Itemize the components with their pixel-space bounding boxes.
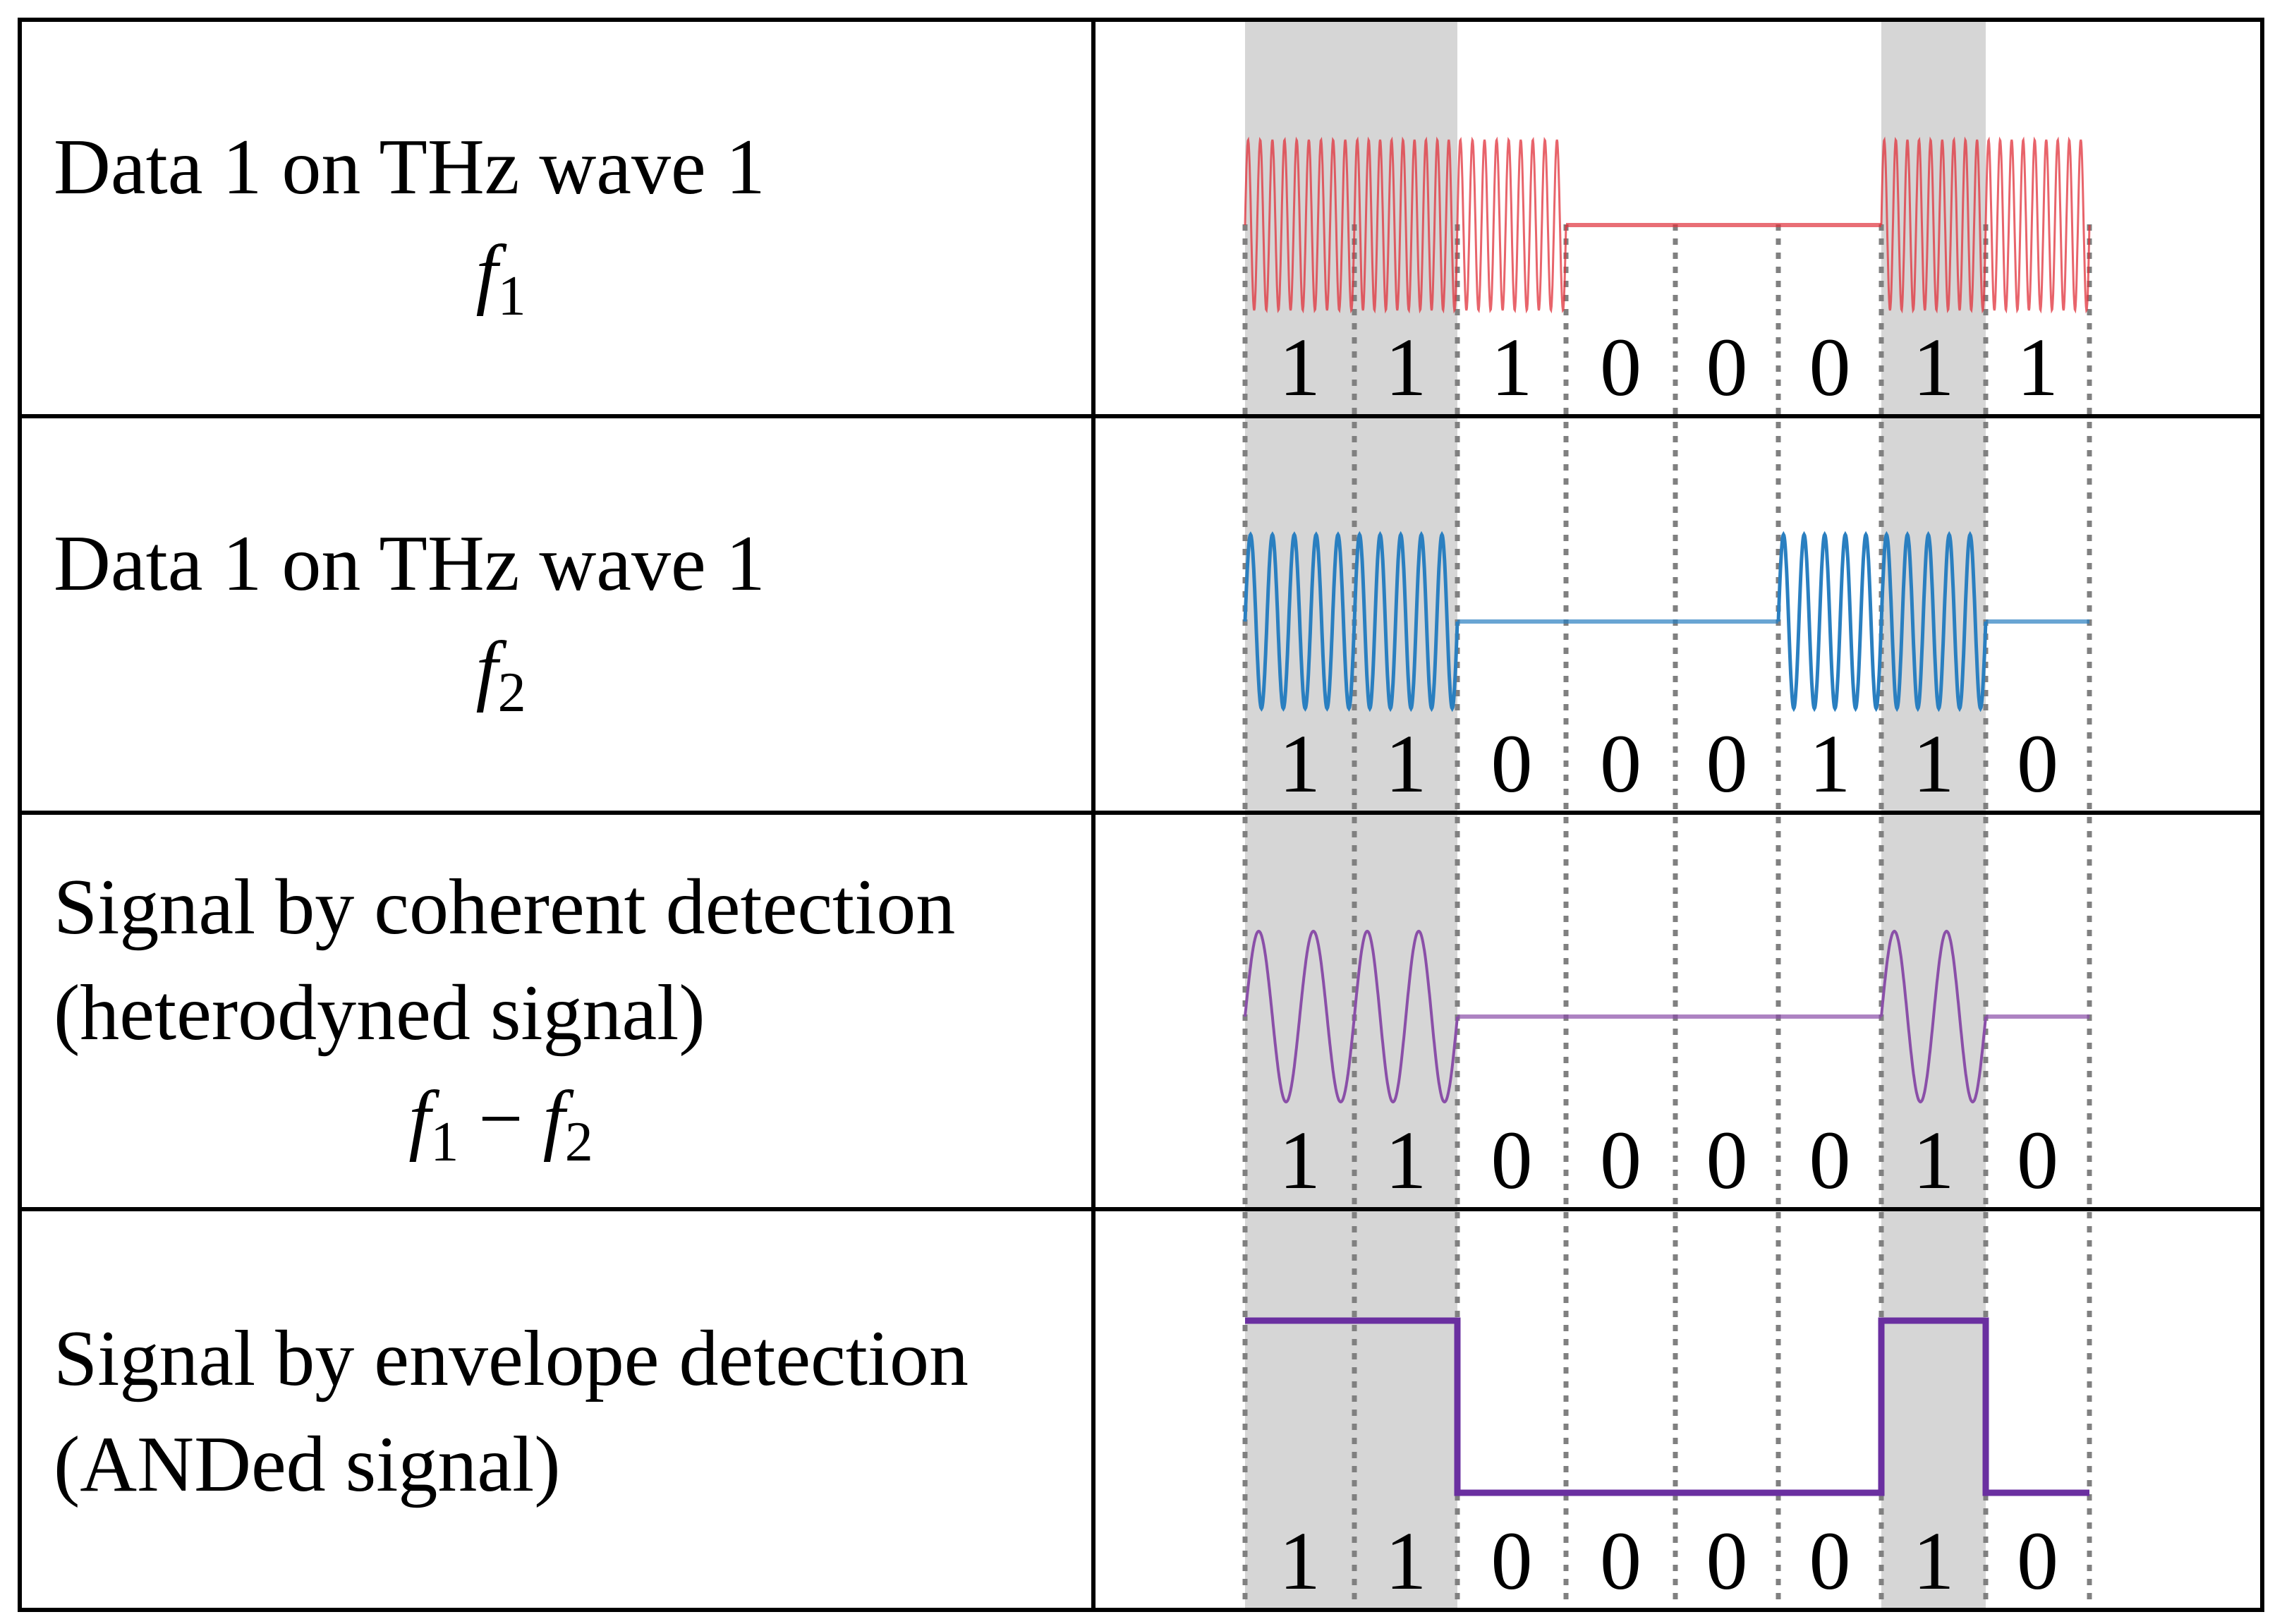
bit-label: 1 bbox=[1913, 321, 1955, 413]
bit-label: 0 bbox=[1809, 321, 1851, 413]
thz2-signal-segment bbox=[1776, 531, 1883, 713]
bit-label: 0 bbox=[1706, 1114, 1748, 1206]
row-label-line: Data 1 on THz wave 1 bbox=[54, 520, 765, 607]
thz2-signal-segment bbox=[1352, 531, 1459, 713]
bit-label: 1 bbox=[1279, 1515, 1321, 1607]
bit-label: 1 bbox=[1913, 717, 1955, 810]
bit-label: 0 bbox=[1600, 1515, 1641, 1607]
bit-label: 0 bbox=[2017, 1515, 2058, 1607]
coherent-signal-segment bbox=[1353, 929, 1459, 1104]
bit-label: 1 bbox=[1279, 321, 1321, 413]
frequency-label: f1 bbox=[475, 229, 526, 327]
bit-label: 1 bbox=[1385, 717, 1427, 810]
bit-label: 0 bbox=[2017, 717, 2058, 810]
bit-label: 0 bbox=[2017, 1114, 2058, 1206]
row-label-line: Data 1 on THz wave 1 bbox=[54, 123, 765, 211]
bit-label: 0 bbox=[1706, 1515, 1748, 1607]
thz1-signal-segment bbox=[1456, 136, 1567, 314]
bit-label: 1 bbox=[1385, 1114, 1427, 1206]
bit-label: 0 bbox=[1491, 1515, 1533, 1607]
row-label-line: Signal by coherent detection bbox=[54, 863, 955, 951]
row-label-line: (heterodyned signal) bbox=[54, 969, 705, 1057]
bit-label: 1 bbox=[1279, 1114, 1321, 1206]
thz2-signal-segment bbox=[1243, 531, 1357, 712]
bit-label: 1 bbox=[1491, 321, 1533, 413]
thz1-signal-segment bbox=[1880, 136, 1987, 314]
bit-label: 1 bbox=[1279, 717, 1321, 810]
table-grid bbox=[18, 18, 2264, 1612]
bit-label: 0 bbox=[1809, 1515, 1851, 1607]
bit-label: 1 bbox=[1913, 1515, 1955, 1607]
bit-label: 0 bbox=[1491, 1114, 1533, 1206]
bit-label: 1 bbox=[1385, 1515, 1427, 1607]
bit-label: 0 bbox=[1600, 717, 1641, 810]
frequency-label: f1 − f2 bbox=[408, 1075, 593, 1173]
row-label-line: Signal by envelope detection bbox=[54, 1315, 969, 1402]
thz1-signal-segment bbox=[1984, 136, 2091, 314]
signals bbox=[1243, 136, 2091, 1496]
bit-label: 1 bbox=[1913, 1114, 1955, 1206]
bit-label: 0 bbox=[1706, 717, 1748, 810]
thz2-signal-segment bbox=[1879, 531, 1988, 713]
bit-label: 0 bbox=[1491, 717, 1533, 810]
envelope-signal-line bbox=[1245, 1317, 2089, 1496]
bit-label: 0 bbox=[1706, 321, 1748, 413]
bit-label: 0 bbox=[1809, 1114, 1851, 1206]
bit-label: 1 bbox=[1809, 717, 1851, 810]
slot-dividers bbox=[1242, 224, 2092, 1607]
row-label-line: (ANDed signal) bbox=[54, 1421, 560, 1508]
frequency-label: f2 bbox=[475, 626, 526, 724]
thz1-signal-segment bbox=[1353, 136, 1459, 314]
bit-label: 1 bbox=[2017, 321, 2058, 413]
coherent-signal-segment bbox=[1244, 929, 1356, 1104]
thz1-signal-segment bbox=[1244, 136, 1356, 314]
bit-label: 0 bbox=[1600, 1114, 1641, 1206]
coherent-signal-segment bbox=[1880, 929, 1987, 1104]
bit-label: 0 bbox=[1600, 321, 1641, 413]
bit-label: 1 bbox=[1385, 321, 1427, 413]
